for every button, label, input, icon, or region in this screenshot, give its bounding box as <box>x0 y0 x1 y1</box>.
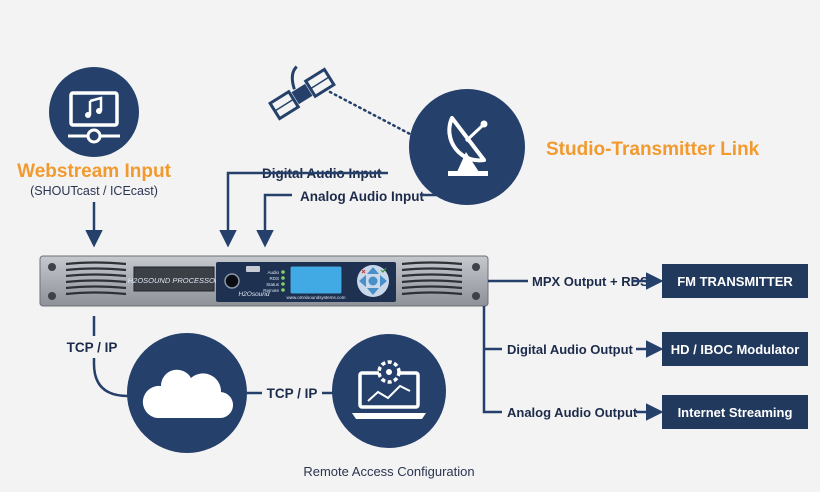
analog-input-arrow <box>256 193 292 248</box>
vent-left <box>65 261 127 296</box>
internet-streaming-label: Internet Streaming <box>678 405 793 420</box>
internet-streaming-box: Internet Streaming <box>662 395 808 429</box>
stl-node <box>409 89 525 205</box>
device-nav-pad <box>357 265 389 297</box>
webstream-node <box>49 67 139 157</box>
laptop-gear-icon <box>352 360 426 419</box>
fm-transmitter-box: FM TRANSMITTER <box>662 264 808 298</box>
device-lcd <box>289 265 343 295</box>
satellite-icon <box>268 65 336 121</box>
digital-audio-output-label: Digital Audio Output <box>507 342 634 357</box>
satellite-link <box>328 90 412 136</box>
status-label-status: Status <box>266 282 280 287</box>
tcp-ip-middle-label: TCP / IP <box>267 386 318 401</box>
output-bus <box>482 306 502 414</box>
remote-node <box>332 334 446 448</box>
mpx-output-label: MPX Output + RDS <box>532 274 649 289</box>
h2osound-processor: H2OSOUND PROCESSOR H2Osound Audio RDS St… <box>39 255 489 307</box>
device-website: www.omnisoundsystems.com <box>286 295 345 300</box>
hd-iboc-label: HD / IBOC Modulator <box>671 342 800 357</box>
hd-iboc-box: HD / IBOC Modulator <box>662 332 808 366</box>
fm-transmitter-label: FM TRANSMITTER <box>677 274 793 289</box>
status-label-rds: RDS <box>269 276 279 281</box>
tcp-ip-left-label: TCP / IP <box>67 340 118 355</box>
analog-audio-output-label: Analog Audio Output <box>507 405 638 420</box>
device-logo: H2Osound <box>238 291 269 298</box>
satellite-dish-icon <box>447 116 488 176</box>
status-label-remote: Remote <box>263 288 279 293</box>
analog-audio-input-label: Analog Audio Input <box>300 189 424 204</box>
webstream-title: Webstream Input <box>17 161 171 182</box>
device-knob <box>224 273 240 289</box>
stl-title: Studio-Transmitter Link <box>546 139 760 160</box>
digital-input-arrow <box>219 171 388 248</box>
device-brand-panel: H2OSOUND PROCESSOR <box>128 276 221 285</box>
remote-access-label: Remote Access Configuration <box>303 464 474 479</box>
music-screen-icon <box>68 91 120 144</box>
cloud-icon <box>142 369 234 419</box>
webstream-subtitle: (SHOUTcast / ICEcast) <box>30 184 158 198</box>
cloud-node <box>127 333 247 453</box>
vent-right <box>401 261 463 296</box>
status-label-audio: Audio <box>267 270 279 275</box>
device-status-labels: Audio RDS Status Remote <box>263 270 285 293</box>
tcp-left-connector <box>92 316 129 398</box>
